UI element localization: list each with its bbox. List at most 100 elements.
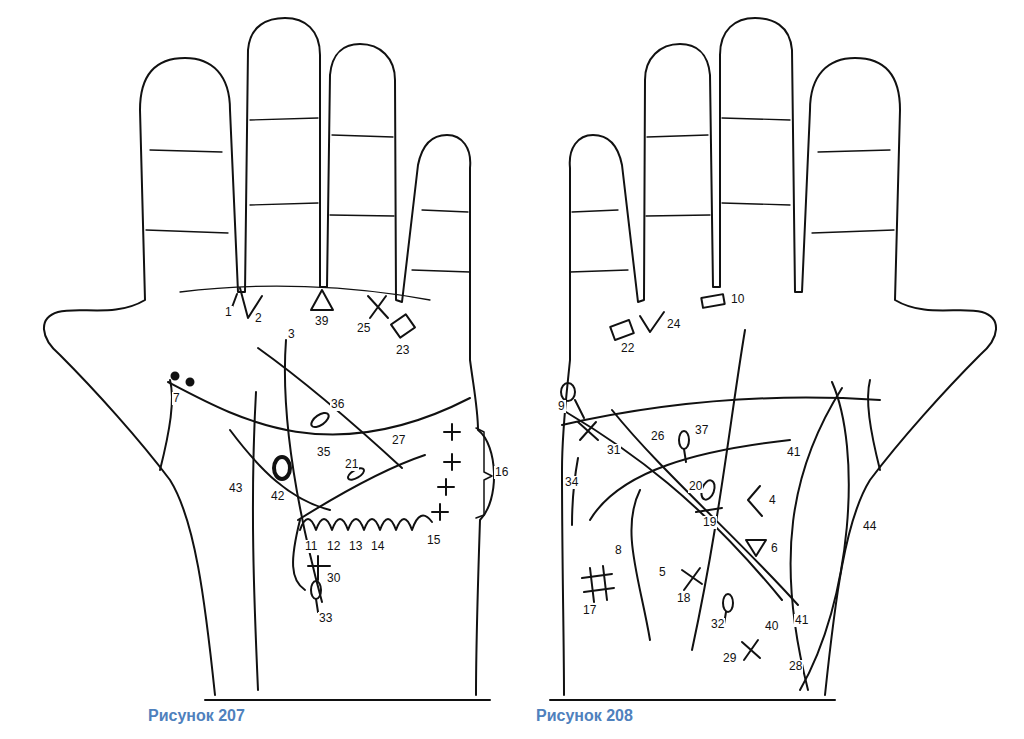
callout-number: 10 (730, 293, 745, 306)
callout-number: 34 (564, 476, 579, 489)
callout-number: 11 (304, 540, 318, 553)
finger-crease (570, 118, 894, 272)
callout-number: 43 (228, 482, 243, 495)
finger-crease (647, 135, 708, 137)
palm-symbol (679, 431, 689, 449)
callout-number: 44 (862, 520, 877, 533)
finger-crease (646, 215, 710, 216)
finger-crease (572, 210, 618, 212)
palm-line (230, 430, 330, 510)
palm-line (300, 516, 432, 530)
palm-line (298, 455, 425, 520)
callout-number: 28 (788, 660, 803, 673)
callout-number: 2 (254, 312, 263, 325)
palm-symbol (432, 504, 448, 520)
palm-line (572, 458, 578, 525)
finger-crease (250, 118, 318, 120)
callout-number: 8 (614, 544, 623, 557)
callout-number: 7 (172, 392, 181, 405)
palm-symbol (748, 486, 762, 516)
palm-symbol (172, 373, 179, 380)
palm-symbol (610, 320, 634, 340)
finger-crease (180, 286, 430, 300)
callout-number: 3 (287, 328, 296, 341)
callout-number: 13 (348, 540, 363, 553)
callout-number: 22 (620, 342, 635, 355)
palm-symbol (311, 581, 321, 599)
palm-line (253, 392, 258, 690)
callout-number: 39 (314, 315, 329, 328)
palm-symbol (640, 312, 664, 332)
callout-number: 37 (694, 424, 709, 437)
palm-line (562, 330, 880, 690)
figure-caption: Рисунок 207 (148, 707, 245, 725)
palm-symbol (575, 400, 584, 418)
palm-line (562, 398, 880, 425)
palm-line (612, 410, 798, 605)
palm-symbol (187, 379, 194, 386)
palm-symbol (723, 594, 733, 612)
callout-number: 9 (557, 400, 566, 413)
palm-symbol (701, 294, 724, 308)
callout-number: 41 (794, 614, 809, 627)
finger-crease (250, 203, 318, 205)
callout-number: 26 (650, 430, 665, 443)
finger-crease (146, 118, 470, 300)
finger-crease (570, 270, 628, 272)
palm-line (631, 490, 650, 640)
palm-symbol (444, 454, 460, 470)
palm-line (590, 440, 790, 520)
callout-number: 6 (770, 542, 779, 555)
callout-number: 16 (494, 466, 509, 479)
palm-symbol (274, 457, 290, 479)
palm-symbol (561, 294, 766, 660)
callout-number: 30 (326, 572, 341, 585)
palm-line (258, 348, 402, 468)
palm-symbol (309, 410, 331, 430)
callout-number: 32 (710, 618, 725, 631)
palm-line (168, 340, 470, 690)
palm-symbol (368, 296, 388, 318)
palm-symbol (746, 540, 766, 556)
callout-number: 23 (395, 344, 410, 357)
callout-number: 14 (370, 540, 385, 553)
palm-line (168, 382, 470, 435)
palm-symbol (391, 314, 415, 337)
callout-number: 42 (270, 490, 285, 503)
finger-crease (722, 203, 790, 205)
palm-line (800, 382, 849, 690)
finger-crease (332, 135, 393, 137)
palm-symbol (696, 508, 722, 512)
callout-number: 40 (764, 620, 779, 633)
callout-number: 33 (318, 612, 333, 625)
palm-symbol (682, 568, 702, 590)
finger-crease (422, 210, 468, 212)
palm-symbol (684, 449, 686, 462)
callout-number: 1 (224, 306, 233, 319)
callout-number: 25 (356, 322, 371, 335)
palm-line (791, 388, 842, 690)
callout-number: 31 (606, 444, 621, 457)
finger-crease (818, 150, 890, 152)
palm-symbol (311, 290, 333, 310)
hand-outline (550, 699, 835, 701)
finger-crease (146, 230, 228, 233)
callout-number: 15 (426, 534, 441, 547)
figure-caption: Рисунок 208 (536, 707, 633, 725)
finger-crease (150, 150, 222, 152)
hand-outline (550, 18, 996, 700)
callout-number: 20 (688, 480, 703, 493)
palm-symbol (578, 422, 598, 440)
hand-outline (562, 18, 996, 695)
callout-number: 17 (582, 604, 597, 617)
callout-number: 35 (316, 446, 331, 459)
palm-line (293, 520, 305, 590)
hand-outline (205, 699, 490, 701)
finger-crease (812, 230, 894, 233)
hand-outline (44, 18, 494, 695)
callout-number: 41 (786, 446, 801, 459)
callout-number: 12 (326, 540, 341, 553)
finger-crease (412, 270, 470, 272)
callout-number: 19 (702, 516, 717, 529)
